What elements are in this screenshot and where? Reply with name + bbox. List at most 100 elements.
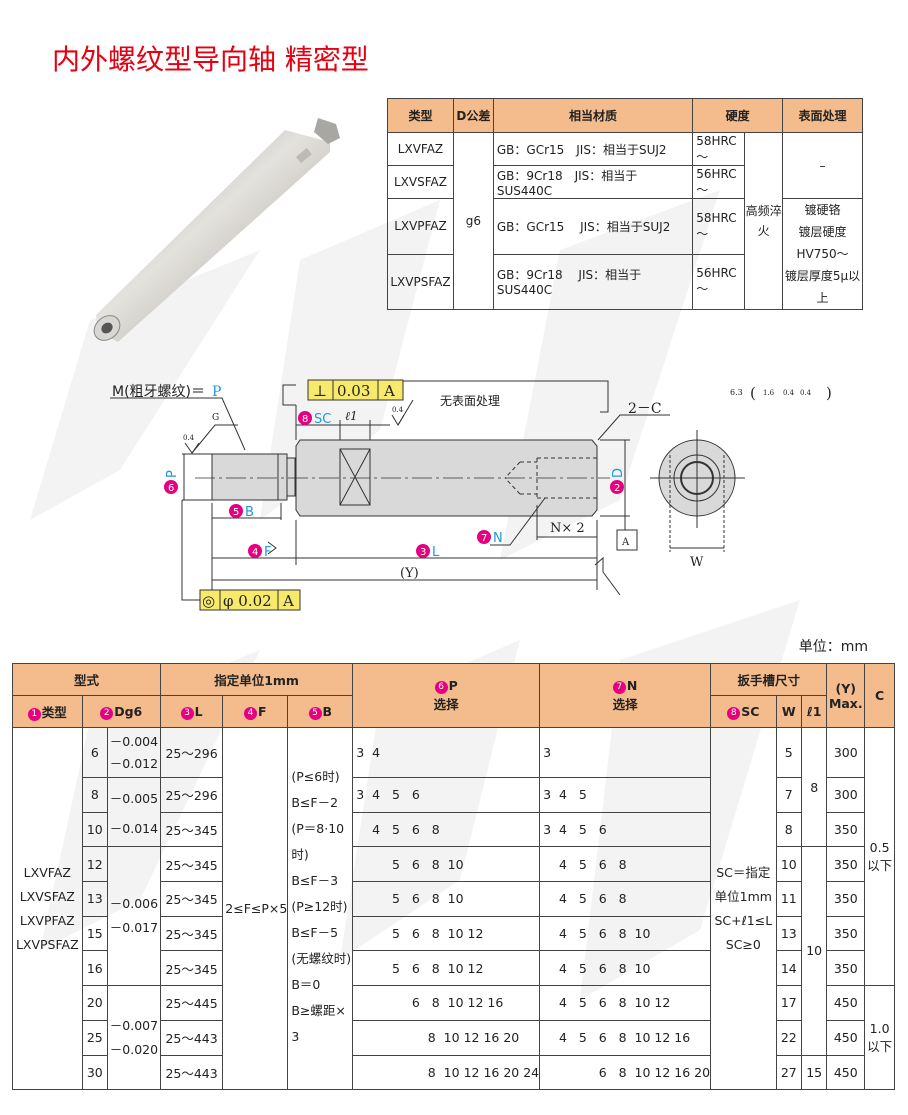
n-cell: 4 5 6 8 10 12 16 (539, 1019, 712, 1056)
surface-none-cell: – (782, 132, 863, 199)
header-d-tolerance: D公差 (452, 98, 494, 133)
hardness-cell: 56HRC～ (692, 253, 746, 310)
svg-text:2: 2 (614, 483, 620, 494)
tol-cell: －0.005－0.014 (107, 776, 161, 848)
p-cell: 5 6 8 10 (352, 846, 541, 883)
concentricity-datum: A (282, 592, 294, 610)
concentricity-frame (199, 589, 301, 611)
header-hardness: 硬度 (692, 98, 784, 133)
d-cell: 15 (81, 915, 109, 952)
perpendicular-icon: ⊥ (313, 382, 327, 400)
material-cell: GB：9Cr18 JIS：相当于SUS440C (492, 253, 694, 310)
l-cell: 25～345 (159, 915, 224, 952)
n-times-2-label: N× 2 (550, 521, 585, 536)
l1-cell: 10 (800, 846, 828, 1056)
w-cell: 22 (775, 1019, 802, 1056)
svg-text:7: 7 (481, 533, 487, 544)
p-cell: 3 4 (352, 727, 541, 778)
n-cell: 4 5 6 8 10 (539, 915, 712, 952)
hardness-cell: 56HRC～ (692, 165, 746, 199)
header-surface: 表面处理 (782, 98, 863, 133)
table-row: 30 25～443 8 10 12 16 20 24 6 8 10 12 16 … (13, 1054, 895, 1091)
type-cell: LXVSFAZ (387, 165, 454, 199)
header-c: C (864, 663, 895, 728)
d-cell: 10 (81, 811, 109, 848)
header-wrench: 扳手槽尺寸 (710, 663, 828, 696)
p-cell: 6 8 10 12 16 (352, 985, 541, 1021)
callout-b: B (245, 505, 254, 520)
product-photo-guide-shaft (93, 118, 340, 342)
header-l1: ℓ1 (800, 695, 828, 728)
tol-cell: －0.007－0.020 (107, 985, 161, 1091)
l-cell: 25～443 (159, 1054, 224, 1091)
tol-cell: －0.004－0.012 (107, 727, 161, 778)
l1-dimension-label: ℓ1 (345, 409, 358, 423)
f-rule-cell: 2≤F≤P×5 (222, 726, 289, 1091)
callout-n: N (493, 531, 503, 546)
header-w: W (775, 695, 802, 728)
datum-a-label: A (621, 537, 630, 548)
svg-text:4: 4 (252, 547, 258, 558)
n-cell: 6 8 10 12 16 20 (539, 1054, 712, 1091)
l-cell: 25～296 (159, 777, 224, 813)
type-cell: LXVPFAZ (387, 198, 454, 255)
chamfer-label: 2－C (628, 401, 662, 417)
l1-cell: 15 (800, 1054, 828, 1091)
y-cell: 450 (826, 1054, 866, 1091)
l-cell: 25～296 (159, 727, 224, 778)
d-cell: 16 (81, 950, 109, 987)
w-cell: 11 (775, 881, 802, 917)
roughness-04: 0.4 (783, 389, 795, 397)
n-cell: 4 5 6 8 (539, 846, 712, 883)
concentricity-value: φ 0.02 (223, 592, 272, 610)
roughness-04: 0.4 (183, 434, 195, 442)
w-cell: 5 (775, 727, 802, 778)
y-cell: 450 (826, 985, 866, 1021)
type-cell: LXVPSFAZ (387, 253, 454, 310)
heat-treatment-cell: 高频淬火 (744, 132, 784, 310)
l-cell: 25～345 (159, 950, 224, 987)
g-label: G (212, 413, 219, 423)
n-cell: 4 5 6 8 10 (539, 950, 712, 987)
hardness-cell: 58HRC～ (692, 198, 746, 255)
y-cell: 350 (826, 950, 866, 987)
p-cell: 4 5 6 8 (352, 811, 541, 848)
roughness-04: 0.4 (800, 389, 812, 397)
n-cell: 3 4 5 6 (539, 811, 712, 848)
callout-l: L (432, 545, 440, 560)
y-cell: 450 (826, 1019, 866, 1056)
svg-text:(: ( (750, 384, 756, 402)
unit-label: 单位：mm (798, 639, 868, 655)
surface-plated-cell: 镀硬铬 镀层硬度HV750～ 镀层厚度5μ以上 (782, 198, 863, 310)
l-cell: 25～443 (159, 1019, 224, 1056)
w-cell: 13 (775, 915, 802, 952)
w-cell: 10 (775, 846, 802, 883)
hardness-cell: 58HRC～ (692, 132, 746, 166)
b-rule-cell: (P≤6时) B≤F－2 (P＝8·10 时) B≤F－3 (P≥12时) B≤… (287, 726, 354, 1091)
y-cell: 300 (826, 777, 866, 813)
p-cell: 5 6 8 10 (352, 881, 541, 917)
thread-p-label: P (212, 384, 221, 400)
type-cell: LXVFAZ (387, 132, 454, 166)
header-type: 类型 (387, 98, 454, 133)
plating-type: 镀硬铬 (804, 203, 841, 217)
y-dimension-label: (Y) (400, 566, 419, 581)
p-cell: 3 4 5 6 (352, 777, 541, 813)
roughness-04: 0.4 (392, 406, 404, 414)
material-cell: GB：9Cr18 JIS：相当于SUS440C (492, 165, 694, 199)
callout-sc: SC (314, 412, 331, 427)
l-cell: 25～445 (159, 985, 224, 1021)
d-cell: 12 (81, 846, 109, 883)
plating-hardness: 镀层硬度HV750～ (796, 225, 849, 261)
technical-drawing: ⊥ 0.03 A ◎ φ 0.02 A M(粗牙螺纹)＝ P 无表面处理 2－C… (110, 379, 832, 611)
tolerance-cell: g6 (452, 132, 494, 310)
material-cell: GB：GCr15 JIS：相当于SUJ2 (492, 132, 694, 166)
l-cell: 25～345 (159, 881, 224, 917)
w-cell: 27 (775, 1054, 802, 1091)
